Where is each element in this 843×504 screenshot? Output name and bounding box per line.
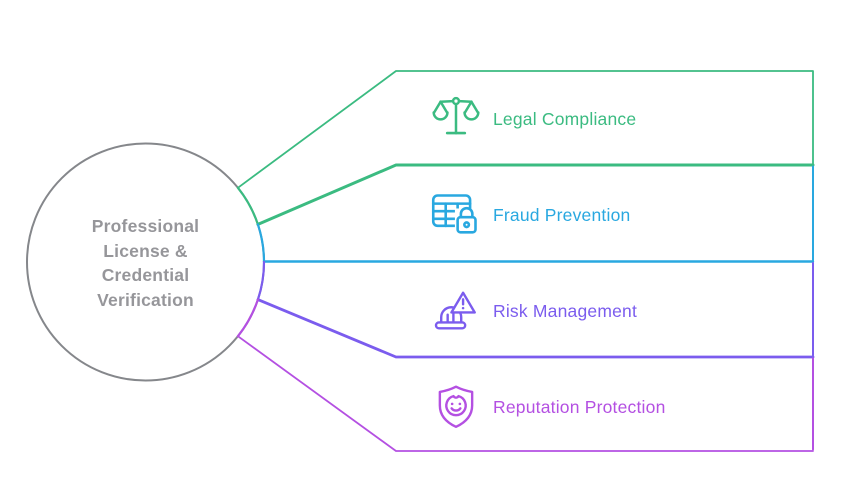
- branch-lines-fraud-prevention: [256, 165, 815, 264]
- table-lock-icon: [430, 189, 482, 241]
- center-title-line: Credential: [101, 265, 190, 285]
- branch-row-legal-compliance: Legal Compliance: [430, 91, 636, 147]
- branch-label: Reputation Protection: [493, 396, 666, 417]
- center-title-line: Professional: [91, 216, 200, 236]
- center-title-line: License &: [103, 240, 188, 261]
- branch-row-reputation-protection: Reputation Protection: [430, 379, 666, 435]
- scales-icon: [430, 93, 482, 145]
- branch-row-risk-management: Risk Management: [430, 283, 637, 339]
- hardhat-warning-icon: [430, 285, 482, 337]
- branch-label: Risk Management: [493, 300, 638, 321]
- shield-smiley-icon: [430, 381, 482, 433]
- branch-lines-legal-compliance: [236, 70, 815, 226]
- branch-outline: [237, 335, 814, 452]
- branch-outline: [237, 70, 814, 189]
- branch-row-fraud-prevention: Fraud Prevention: [430, 187, 630, 243]
- center-title: Professional License & Credential Verifi…: [58, 214, 233, 312]
- branch-lines-risk-management: [256, 260, 815, 359]
- branch-lines-reputation-protection: [236, 298, 814, 452]
- circle-arc-segment: [236, 298, 259, 338]
- branch-label: Legal Compliance: [493, 108, 637, 129]
- branch-separator: [256, 298, 815, 359]
- branch-separator: [256, 163, 815, 226]
- branch-label: Fraud Prevention: [493, 204, 631, 225]
- center-title-line: Verification: [97, 289, 194, 310]
